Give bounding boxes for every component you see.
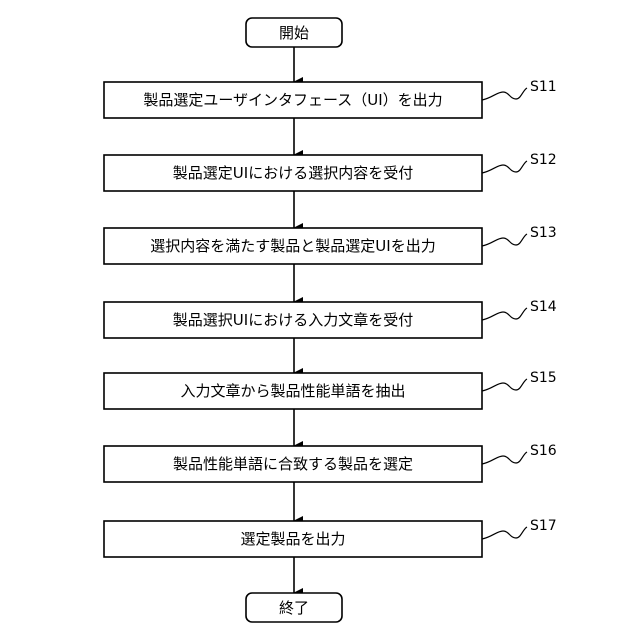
step-s16-id: S16 [530,443,557,459]
step-s17: 選定製品を出力 S17 [104,518,557,557]
step-s15-label: 入力文章から製品性能単語を抽出 [180,382,405,400]
end-terminal: 終了 [246,593,342,622]
step-s11: 製品選定ユーザインタフェース（UI）を出力 S11 [104,79,557,118]
step-s13-id: S13 [530,225,557,241]
step-s14-id: S14 [530,299,557,315]
step-s11-leader [482,88,527,100]
step-s11-label: 製品選定ユーザインタフェース（UI）を出力 [143,91,442,109]
step-s12-leader [482,161,527,173]
step-s15-id: S15 [530,370,557,386]
step-s12: 製品選定UIにおける選択内容を受付 S12 [104,152,557,191]
start-terminal: 開始 [246,18,342,47]
end-label: 終了 [279,599,309,617]
step-s13: 選択内容を満たす製品と製品選定UIを出力 S13 [104,225,557,264]
step-s16-label: 製品性能単語に合致する製品を選定 [173,455,413,473]
step-s14-leader [482,308,527,320]
step-s15-leader [482,379,527,391]
step-s13-label: 選択内容を満たす製品と製品選定UIを出力 [150,237,435,255]
step-s14: 製品選択UIにおける入力文章を受付 S14 [104,299,557,338]
start-label: 開始 [279,24,309,42]
step-s12-label: 製品選定UIにおける選択内容を受付 [173,164,413,182]
step-s12-id: S12 [530,152,557,168]
step-s11-id: S11 [530,79,557,95]
step-s17-leader [482,527,527,539]
step-s14-label: 製品選択UIにおける入力文章を受付 [173,311,413,329]
step-s17-id: S17 [530,518,557,534]
step-s17-label: 選定製品を出力 [240,530,345,548]
step-s15: 入力文章から製品性能単語を抽出 S15 [104,370,557,409]
step-s13-leader [482,234,527,246]
step-s16: 製品性能単語に合致する製品を選定 S16 [104,443,557,482]
step-s16-leader [482,452,527,464]
